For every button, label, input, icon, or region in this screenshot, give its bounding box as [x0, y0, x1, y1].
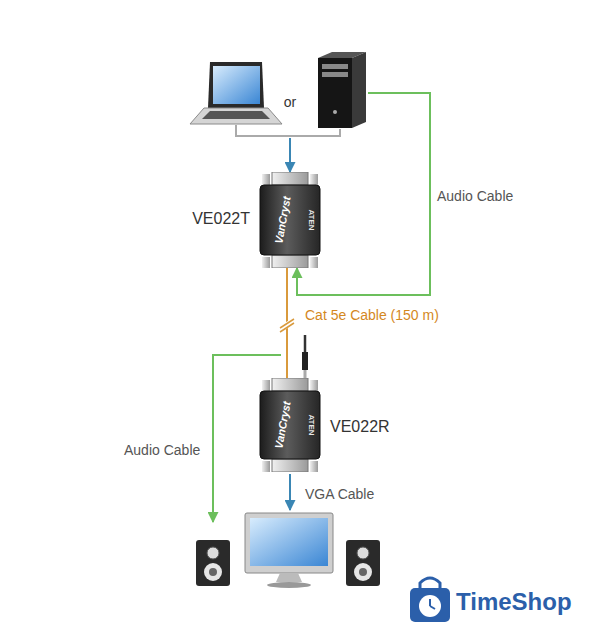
speaker	[346, 540, 380, 586]
vga-cable-line	[289, 474, 291, 510]
desktop-tower	[318, 52, 366, 128]
audio-jack	[302, 335, 308, 378]
laptop	[190, 62, 282, 124]
signal-arrow	[289, 138, 291, 172]
model-label: VE022R	[330, 418, 390, 436]
monitor	[245, 513, 333, 588]
watermark-icon	[410, 578, 450, 622]
conjunction-text: or	[284, 94, 296, 110]
cable-break	[279, 319, 295, 332]
cable-label: Cat 5e Cable (150 m)	[305, 307, 439, 323]
model-label: VE022T	[192, 210, 250, 228]
merge-bracket	[236, 125, 340, 136]
watermark: TimeShop	[456, 588, 572, 616]
computer-group: or	[212, 50, 368, 138]
brand-mark: ATEN	[307, 414, 315, 435]
cable-label: VGA Cable	[305, 486, 374, 502]
speaker	[196, 540, 230, 586]
cable-label: Audio Cable	[437, 188, 513, 204]
cable-label: Audio Cable	[124, 442, 200, 458]
brand-mark: ATEN	[307, 209, 315, 230]
